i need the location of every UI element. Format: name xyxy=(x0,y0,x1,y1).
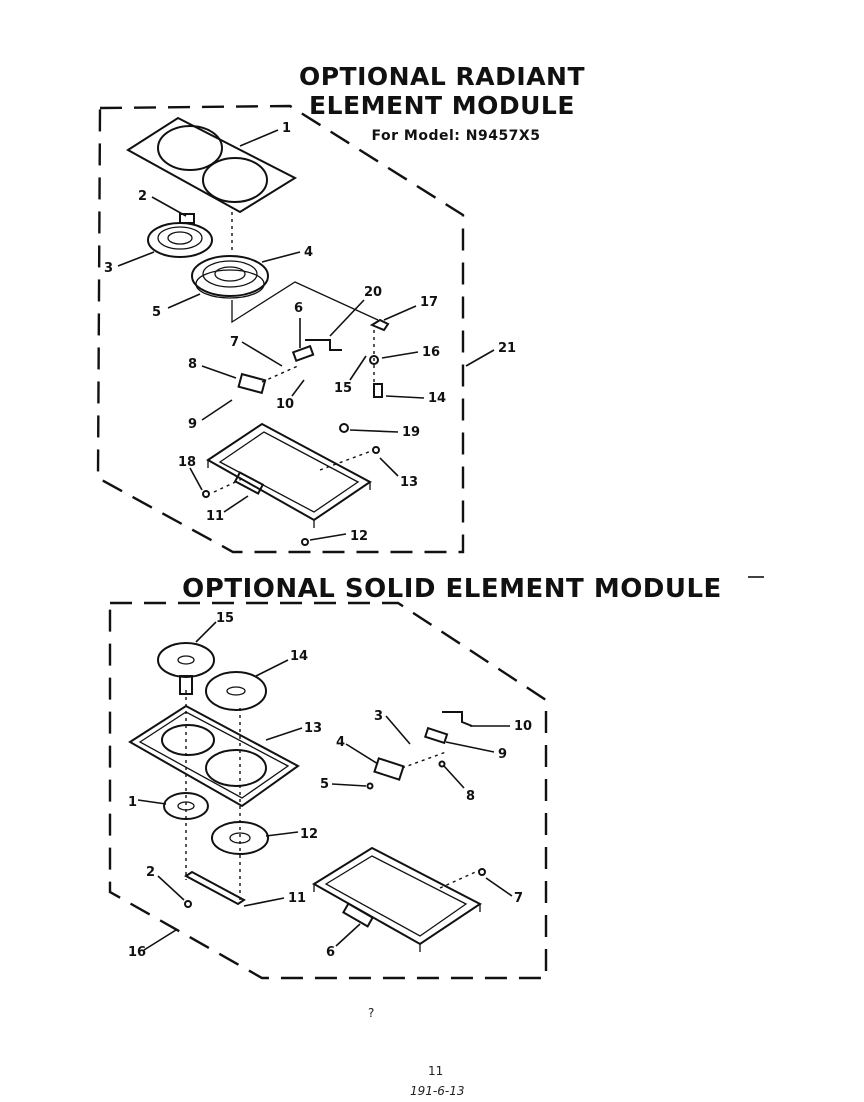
callout-19: 19 xyxy=(402,425,420,440)
callout-7: 7 xyxy=(230,335,239,350)
page-number: 11 xyxy=(428,1064,444,1078)
solid-callout-12: 12 xyxy=(300,827,318,842)
solid-callout-1: 1 xyxy=(128,795,137,810)
solid-callout-15: 15 xyxy=(216,611,234,626)
callout-15: 15 xyxy=(334,381,352,396)
callout-16: 16 xyxy=(422,345,440,360)
model-number-text: For Model: N9457X5 xyxy=(371,128,541,144)
solid-terminal-block-4 xyxy=(373,757,405,781)
solid-callout-3: 3 xyxy=(374,709,383,724)
callout-8: 8 xyxy=(188,357,197,372)
switch-parts xyxy=(339,318,390,433)
solid-callout-13: 13 xyxy=(304,721,322,736)
callout-6: 6 xyxy=(294,301,303,316)
stray-mark: ? xyxy=(368,1006,375,1020)
callout-20: 20 xyxy=(364,285,382,300)
solid-callout-14: 14 xyxy=(290,649,308,664)
callout-5: 5 xyxy=(152,305,161,320)
callout-18: 18 xyxy=(178,455,196,470)
callout-2: 2 xyxy=(138,189,147,204)
callout-11: 11 xyxy=(206,509,224,524)
solid-module-title: OPTIONAL SOLID ELEMENT MODULE xyxy=(182,574,722,604)
radiant-module-title-line2: ELEMENT MODULE xyxy=(309,91,575,120)
solid-callout-7: 7 xyxy=(514,891,523,906)
radiant-element-large xyxy=(191,255,269,299)
support-bracket-part xyxy=(184,870,246,906)
solid-callout-10: 10 xyxy=(514,719,532,734)
callout-4: 4 xyxy=(304,245,313,260)
solid-callout-5: 5 xyxy=(320,777,329,792)
callout-13: 13 xyxy=(400,475,418,490)
radiant-module-title-line1: OPTIONAL RADIANT xyxy=(298,62,586,91)
callout-21: 21 xyxy=(498,341,516,356)
clip-part-20 xyxy=(305,339,342,351)
glass-cooktop-part xyxy=(126,116,298,214)
solid-callout-11: 11 xyxy=(288,891,306,906)
solid-module-outline xyxy=(108,601,548,980)
solid-bracket-part-9 xyxy=(423,726,449,745)
handwritten-note: 191-6-13 xyxy=(410,1084,465,1098)
solid-callout-16: 16 xyxy=(128,945,146,960)
solid-clip-part-10 xyxy=(442,711,473,727)
callout-14: 14 xyxy=(428,391,446,406)
terminal-block-part xyxy=(237,372,267,395)
radiant-module-outline xyxy=(96,104,465,554)
burner-plate-part xyxy=(128,704,300,808)
solid-module-tray xyxy=(312,846,482,952)
callout-1: 1 xyxy=(282,121,291,136)
bracket-part xyxy=(291,344,315,363)
solid-element-14 xyxy=(205,671,267,711)
callout-17: 17 xyxy=(420,295,438,310)
solid-callout-8: 8 xyxy=(466,789,475,804)
callout-10: 10 xyxy=(276,397,294,412)
callout-3: 3 xyxy=(104,261,113,276)
solid-callout-9: 9 xyxy=(498,747,507,762)
solid-callout-6: 6 xyxy=(326,945,335,960)
solid-callout-4: 4 xyxy=(336,735,345,750)
solid-callout-2: 2 xyxy=(146,865,155,880)
callout-12: 12 xyxy=(350,529,368,544)
radiant-element-small xyxy=(147,213,213,258)
solid-element-15 xyxy=(157,642,215,695)
callout-9: 9 xyxy=(188,417,197,432)
module-tray-part xyxy=(206,422,372,528)
